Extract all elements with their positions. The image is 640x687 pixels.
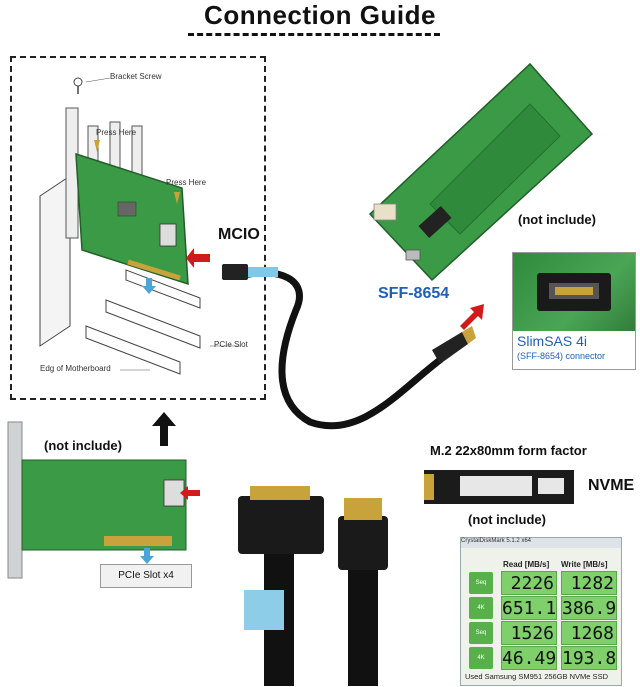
not-include-label-3: (not include) [468, 512, 546, 527]
benchmark-write-header: Write [MB/s] [561, 560, 608, 569]
benchmark-write-value: 193.8 [561, 646, 617, 670]
benchmark-read-value: 651.1 [501, 596, 557, 620]
pcie-slot-3 [85, 325, 181, 375]
benchmark-screenshot: CrystalDiskMark 5.1.2 x64 Read [MB/s] Wr… [460, 537, 622, 686]
cable-connectors-photo [238, 486, 388, 686]
benchmark-read-value: 1526 [501, 621, 557, 645]
adapter-card-photo [7, 421, 200, 579]
slimsas-connector-icon [537, 273, 611, 311]
installation-diagram-box [10, 56, 266, 400]
m2-ssd-photo [424, 470, 574, 504]
mcio-connector [238, 496, 324, 554]
red-arrow-icon [460, 304, 484, 330]
sff8654-adapter-board [368, 62, 594, 282]
benchmark-read-value: 2226 [501, 571, 557, 595]
red-arrow [186, 248, 210, 268]
benchmark-row-label: 4K [469, 647, 493, 669]
not-include-label-1: (not include) [518, 212, 596, 227]
sff-plug [432, 332, 468, 364]
not-include-label-2: (not include) [44, 438, 122, 453]
label-press-here-1: Press Here [96, 128, 137, 137]
label-press-here-2: Press Here [166, 178, 207, 187]
title-underline [188, 33, 440, 36]
benchmark-row-label: 4K Q32T1 [469, 597, 493, 633]
benchmark-read-header: Read [MB/s] [503, 560, 550, 569]
label-mcio: MCIO [218, 226, 260, 243]
label-bracket-screw: Bracket Screw [110, 72, 162, 81]
pci-bracket [65, 107, 79, 239]
benchmark-row-label: Seq Q32T1 [469, 572, 493, 608]
pull-tab [248, 267, 278, 277]
pcie-slot-x4-label: PCIe Slot x4 [100, 564, 192, 588]
nvme-label: NVME [588, 477, 635, 494]
benchmark-row-label: Seq [469, 622, 493, 644]
label-sff-8654: SFF-8654 [378, 285, 450, 302]
benchmark-write-value: 386.9 [561, 596, 617, 620]
m2-slot-area [429, 103, 561, 235]
screw-icon [73, 77, 83, 87]
slimsas-inset: SlimSAS 4i (SFF-8654) connector [512, 252, 636, 370]
benchmark-write-value: 1268 [561, 621, 617, 645]
page-title: Connection Guide [204, 0, 436, 30]
mcio-port [159, 223, 177, 247]
mcio-plug [222, 264, 248, 280]
pcie-slot-1 [125, 269, 201, 309]
benchmark-footer: Used Samsung SM951 256GB NVMe SSD [465, 672, 608, 681]
benchmark-titlebar: CrystalDiskMark 5.1.2 x64 [461, 538, 621, 548]
label-pcie-slot: PCIe Slot [214, 340, 248, 349]
label-edge-motherboard: Edg of Motherboard [40, 364, 111, 373]
up-arrow-icon [152, 412, 176, 446]
sff-connector [338, 516, 388, 570]
slimsas-label: SlimSAS 4i [517, 333, 588, 349]
gold-fingers [127, 259, 181, 281]
benchmark-read-value: 46.49 [501, 646, 557, 670]
slimsas-sub-label: (SFF-8654) connector [517, 351, 606, 361]
benchmark-write-value: 1282 [561, 571, 617, 595]
case-bracket [39, 175, 71, 347]
metal-bracket [7, 421, 23, 579]
pull-tab-blue [244, 590, 284, 630]
mcio-to-sff-cable [222, 264, 476, 430]
installation-drawing [39, 77, 240, 375]
adapter-card [75, 152, 189, 286]
pcie-slot-2 [105, 299, 201, 349]
m2-form-factor-label: M.2 22x80mm form factor [430, 443, 587, 458]
